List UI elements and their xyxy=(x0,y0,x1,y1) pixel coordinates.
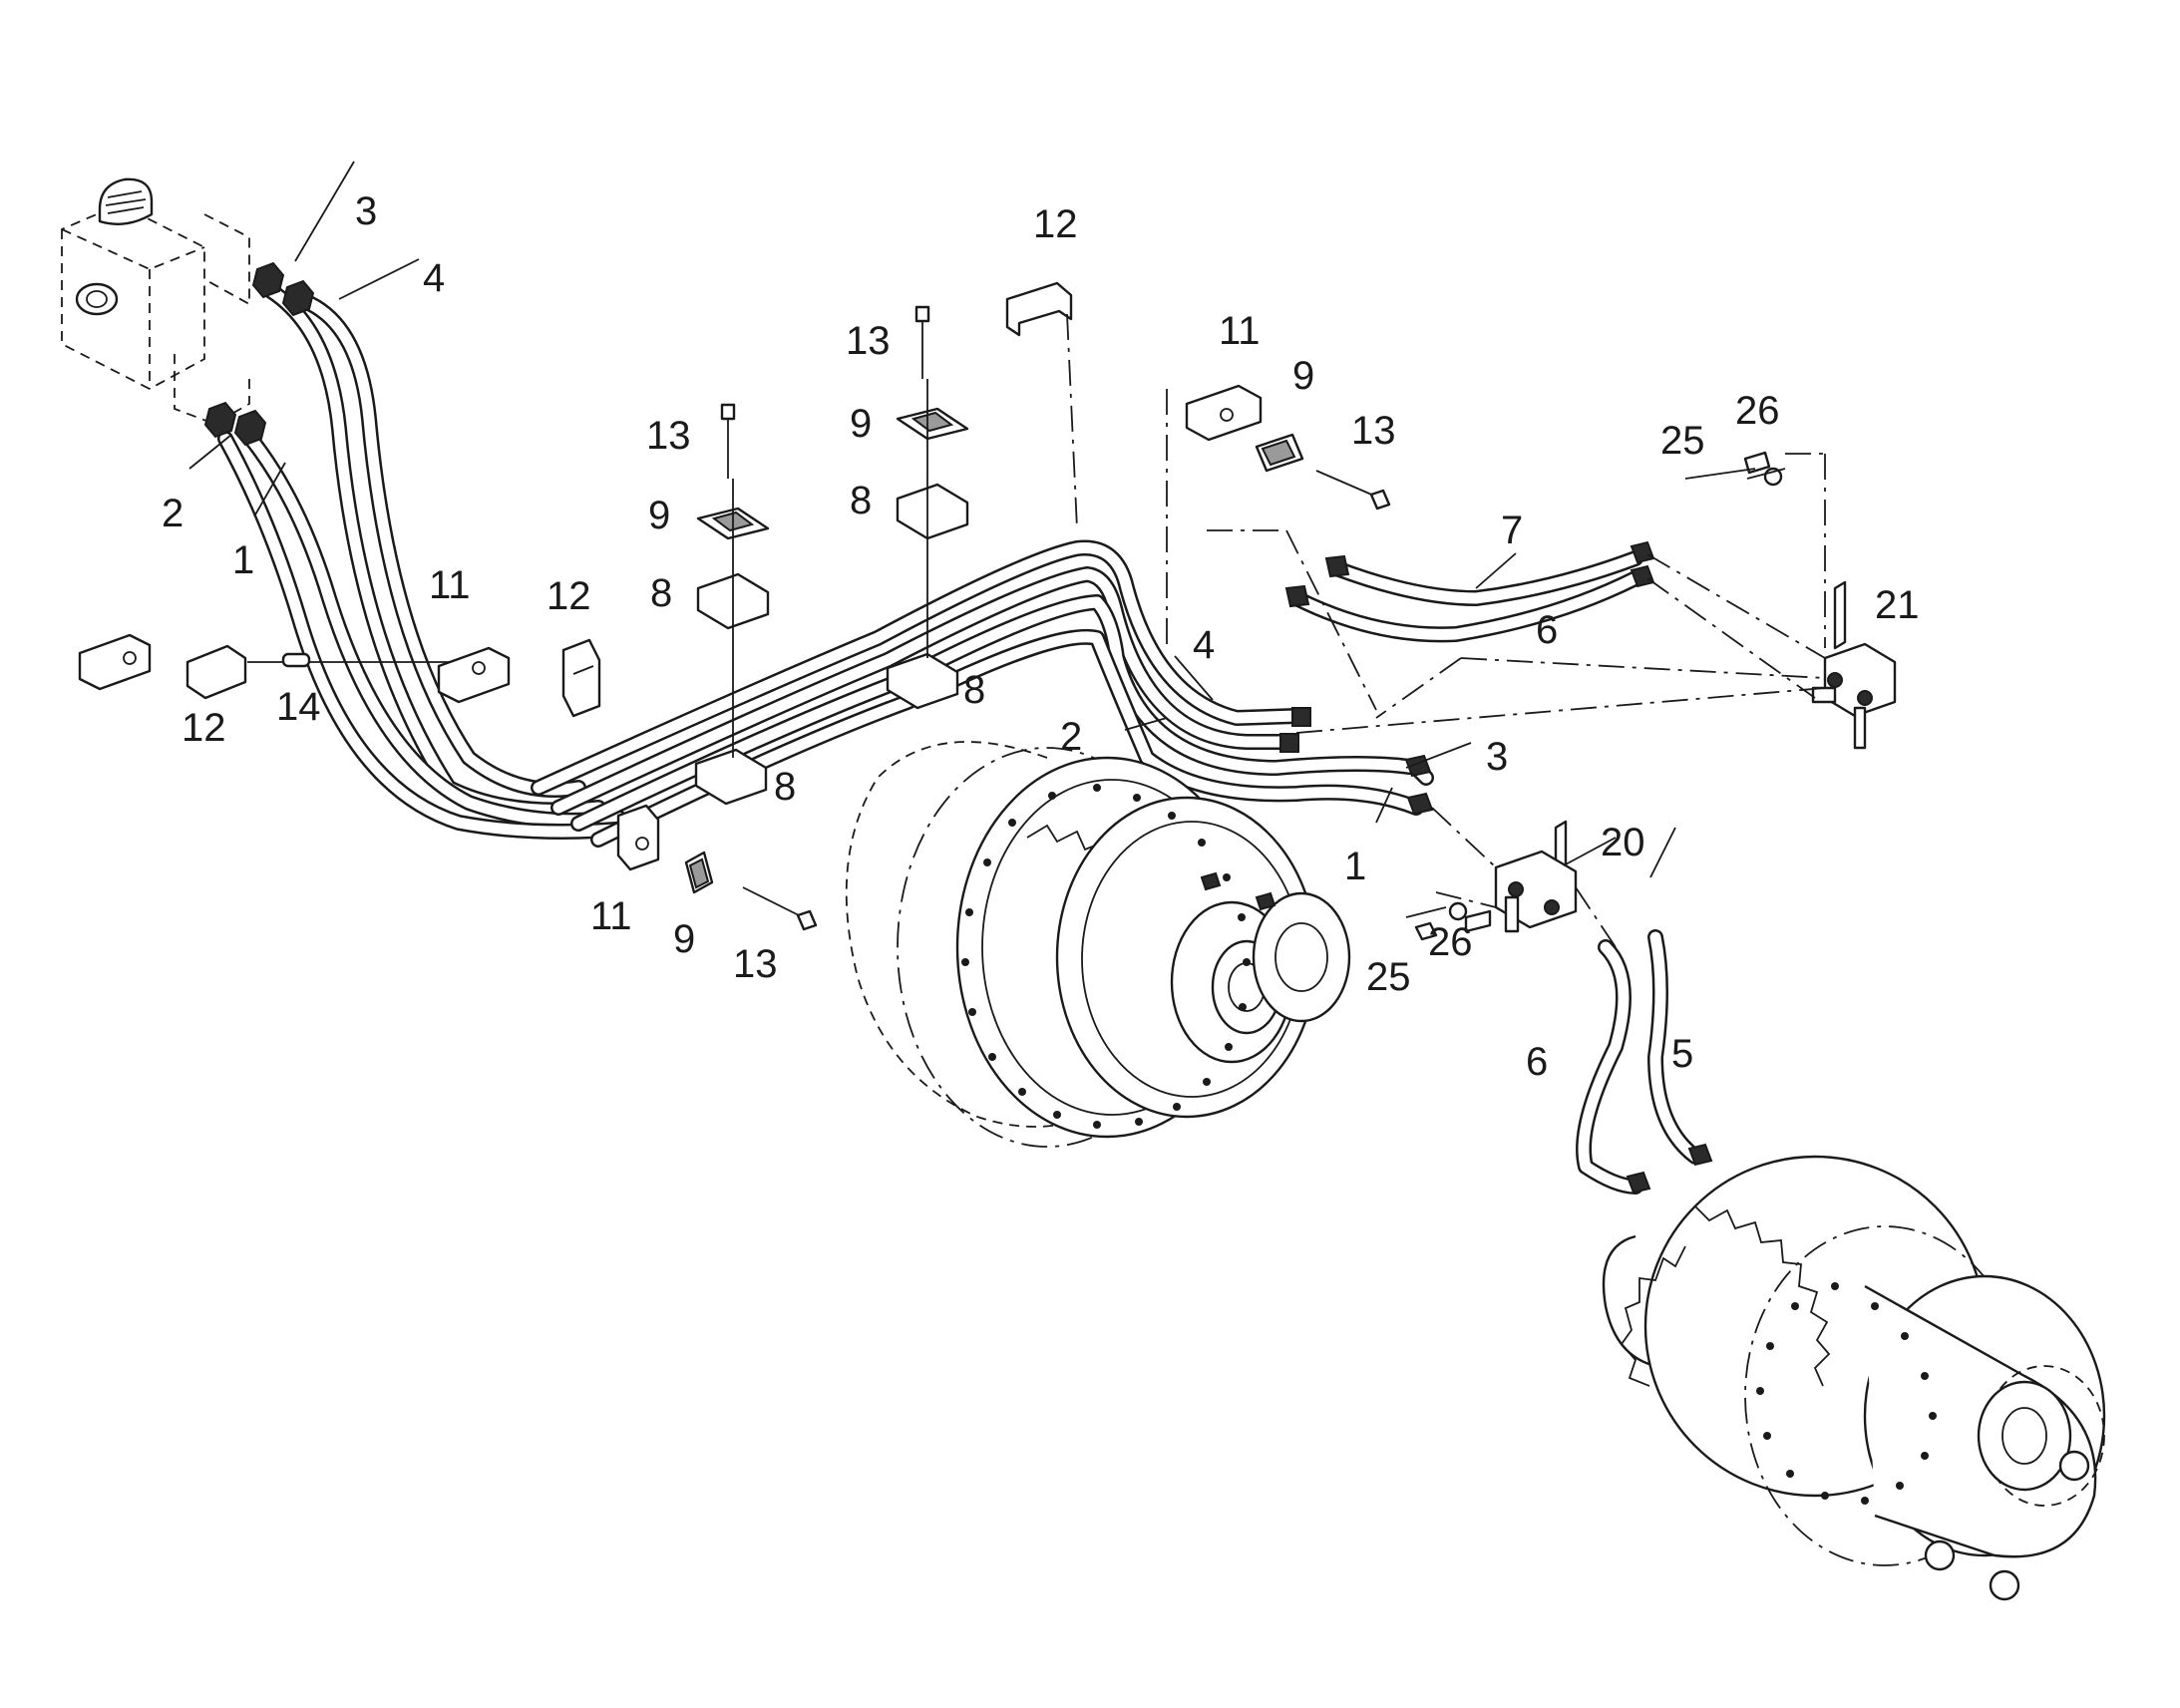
callout-5: 5 xyxy=(1671,1032,1693,1076)
callout-2-left: 2 xyxy=(162,492,183,535)
callout-13-bottom: 13 xyxy=(733,942,778,986)
callout-9-right: 9 xyxy=(1292,354,1314,398)
callout-9-a: 9 xyxy=(648,494,670,537)
callout-8-a: 8 xyxy=(650,571,672,615)
callout-25-top: 25 xyxy=(1660,419,1705,463)
callout-1-mid: 1 xyxy=(1344,845,1366,888)
hose-bundle-left xyxy=(203,261,646,840)
callout-4-top: 4 xyxy=(423,256,445,300)
callout-9-b: 9 xyxy=(850,402,872,446)
valve-block-21 xyxy=(1646,451,1897,750)
callout-12-mid: 12 xyxy=(546,574,591,618)
clamp-parts xyxy=(78,281,1391,931)
callout-2-mid: 2 xyxy=(1060,715,1082,759)
callout-21: 21 xyxy=(1875,583,1920,627)
wheel-hub-rear xyxy=(1602,1155,2106,1601)
callout-11-left: 11 xyxy=(429,563,471,607)
callout-3-mid: 3 xyxy=(1486,735,1508,779)
hoses-6-7 xyxy=(1284,540,1655,643)
callout-labels: 3 4 2 1 11 12 14 12 11 9 13 13 9 8 8 13 … xyxy=(162,189,1920,1084)
oil-tank xyxy=(61,177,250,425)
hose-main-run xyxy=(531,539,1434,848)
callout-11-bottom: 11 xyxy=(590,894,632,938)
callout-14: 14 xyxy=(276,685,321,729)
hoses-5-6-lower xyxy=(1576,929,1713,1195)
callout-20: 20 xyxy=(1601,821,1645,864)
callout-12-left: 12 xyxy=(182,706,226,750)
callout-8-c: 8 xyxy=(850,479,872,522)
callout-6-bottom: 6 xyxy=(1526,1040,1548,1084)
callout-26-top: 26 xyxy=(1735,389,1780,433)
callout-26-mid: 26 xyxy=(1428,920,1473,964)
callout-25-mid: 25 xyxy=(1366,955,1411,999)
callout-7: 7 xyxy=(1501,509,1523,552)
valve-block-20 xyxy=(1414,807,1617,948)
wheel-hub-front xyxy=(845,741,1351,1148)
callout-8-b: 8 xyxy=(774,765,796,809)
callout-13-right: 13 xyxy=(1351,409,1396,453)
callout-13-a: 13 xyxy=(646,414,691,458)
callout-6-top: 6 xyxy=(1536,608,1558,652)
callout-11-right: 11 xyxy=(1219,309,1261,353)
callout-3-top: 3 xyxy=(355,189,377,233)
callout-8-d: 8 xyxy=(963,668,985,712)
callout-9-bottom: 9 xyxy=(673,917,695,961)
callout-1-left: 1 xyxy=(232,538,254,582)
callout-13-b: 13 xyxy=(846,319,891,363)
callout-4-mid: 4 xyxy=(1193,623,1215,667)
callout-12-top: 12 xyxy=(1033,202,1078,246)
leader-lines xyxy=(188,161,1826,918)
